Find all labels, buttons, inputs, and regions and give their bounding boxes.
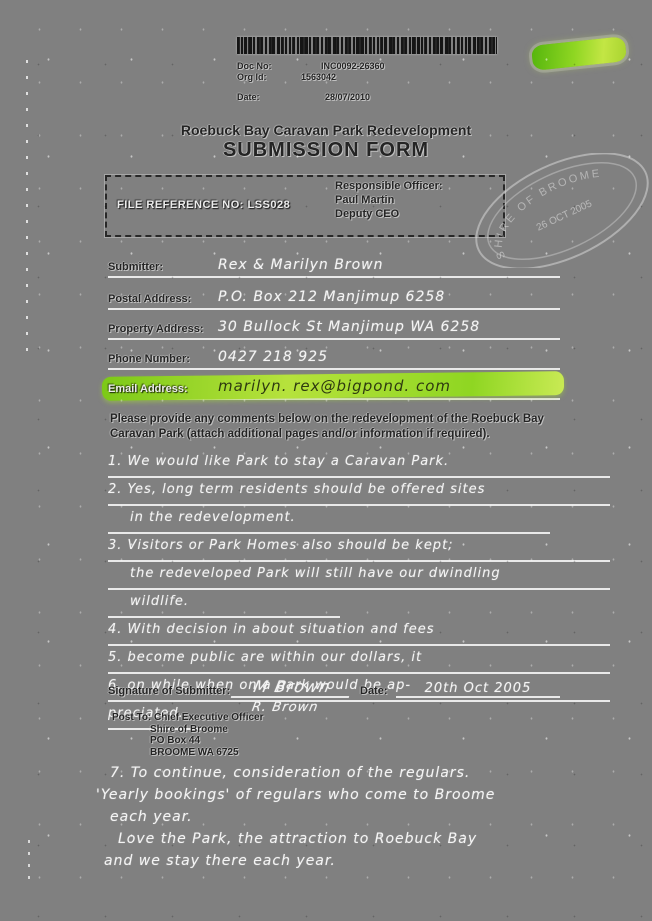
footnote-line: and we stay there each year. <box>104 853 336 869</box>
meta-date-label: Date: <box>237 92 260 102</box>
comment-line: 4. With decision in about situation and … <box>108 618 610 646</box>
postal-address-value: P.O. Box 212 Manjimup 6258 <box>218 289 446 305</box>
comment-line: wildlife. <box>108 590 340 618</box>
phone-number-label: Phone Number: <box>108 353 190 365</box>
post-to-line: Shire of Broome <box>150 723 228 735</box>
comments-instructions: Please provide any comments below on the… <box>110 413 544 440</box>
date-label: Date: <box>360 685 388 697</box>
submitter-label: Submitter: <box>108 261 163 273</box>
property-address-value: 30 Bullock St Manjimup WA 6258 <box>218 319 481 335</box>
signature-date-value: 20th Oct 2005 <box>396 681 560 698</box>
footnote-line: each year. <box>110 809 193 825</box>
comment-line: 5. become public are within our dollars,… <box>108 646 610 674</box>
meta-org-id-value: 1563042 <box>301 72 337 82</box>
phone-number-value: 0427 218 925 <box>218 349 328 365</box>
field-email-address: Email Address: marilyn. rex@bigpond. com <box>101 371 565 401</box>
submitter-value: Rex & Marilyn Brown <box>218 257 384 273</box>
email-address-value: marilyn. rex@bigpond. com <box>218 377 452 395</box>
post-to-block: Post To: Chief Executive Officer Shire o… <box>112 712 264 758</box>
file-reference-number: FILE REFERENCE NO: LSS028 <box>117 199 291 211</box>
barcode <box>237 37 497 54</box>
footnote-line: 'Yearly bookings' of regulars who come t… <box>96 787 496 803</box>
meta-date: Date: 28/07/2010 <box>237 92 467 102</box>
post-to-line: PO Box 44 <box>150 735 201 746</box>
meta-doc-no-value: INC0092-26360 <box>321 61 385 71</box>
form-title: Roebuck Bay Caravan Park Redevelopment <box>180 122 472 138</box>
stamp-date-text: 26 OCT 2005 <box>535 198 594 233</box>
signature-label: Signature of Submitter: <box>108 685 231 697</box>
meta-doc-no: Doc No: INC0092-26360 <box>237 61 467 71</box>
signature-row: Signature of Submitter: M Brown Date: 20… <box>108 677 560 699</box>
responsible-officer-block: Responsible Officer: Paul Martin Deputy … <box>335 179 443 221</box>
meta-org-id: Org Id: 1563042 <box>237 72 467 82</box>
comment-line: the redeveloped Park will still have our… <box>108 562 610 590</box>
scan-edge-artifact <box>26 60 28 360</box>
responsible-officer-label: Responsible Officer: <box>335 180 443 192</box>
email-address-label: Email Address: <box>108 383 188 395</box>
comment-line: 2. Yes, long term residents should be of… <box>108 478 610 506</box>
field-phone-number: Phone Number: 0427 218 925 <box>108 346 560 370</box>
submitter-signature: M Brown <box>230 677 354 698</box>
post-to-line: Post To: Chief Executive Officer <box>112 712 264 723</box>
green-highlighter-mark <box>530 36 628 71</box>
footnote-line: 7. To continue, consideration of the reg… <box>110 765 471 781</box>
handwritten-footnote: 7. To continue, consideration of the reg… <box>96 762 495 872</box>
property-address-label: Property Address: <box>108 323 204 335</box>
footnote-line: Love the Park, the attraction to Roebuck… <box>118 831 478 847</box>
scan-edge-artifact <box>28 840 30 885</box>
comment-line: in the redevelopment. <box>108 506 550 534</box>
meta-doc-no-label: Doc No: <box>237 61 272 71</box>
comment-line: 3. Visitors or Park Homes also should be… <box>108 534 610 562</box>
post-to-line: BROOME WA 6725 <box>150 746 239 758</box>
meta-org-id-label: Org Id: <box>237 72 267 82</box>
file-reference-box: FILE REFERENCE NO: LSS028 Responsible Of… <box>105 175 505 237</box>
responsible-officer-name: Paul Martin <box>335 194 395 206</box>
field-property-address: Property Address: 30 Bullock St Manjimup… <box>108 316 560 340</box>
field-postal-address: Postal Address: P.O. Box 212 Manjimup 62… <box>108 286 560 310</box>
responsible-officer-title: Deputy CEO <box>335 208 400 220</box>
shire-of-broome-stamp: SHIRE OF BROOME 26 OCT 2005 <box>475 153 649 268</box>
scan-metadata: Doc No: INC0092-26360 Org Id: 1563042 Da… <box>237 61 467 103</box>
postal-address-label: Postal Address: <box>108 293 192 305</box>
meta-date-value: 28/07/2010 <box>325 92 371 102</box>
comment-line: 1. We would like Park to stay a Caravan … <box>108 450 610 478</box>
